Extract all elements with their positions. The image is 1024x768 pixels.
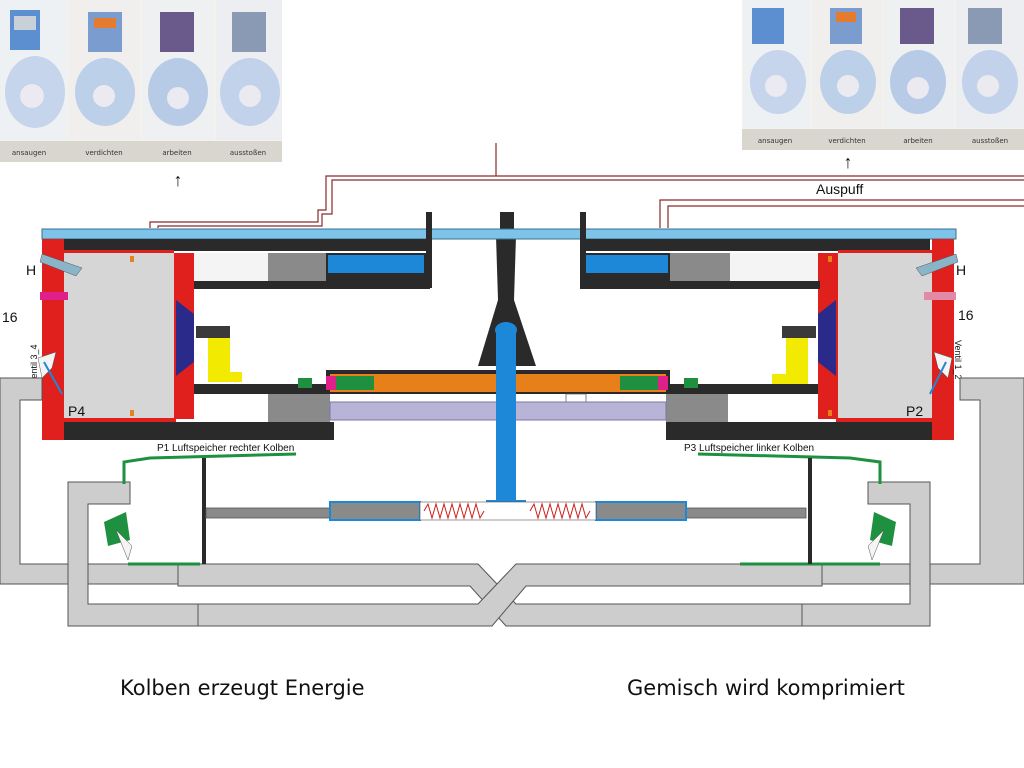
right-support <box>808 458 812 564</box>
number-label-right: 16 <box>958 307 974 323</box>
stroke-panel-ansaugen-r <box>744 0 810 128</box>
stroke-panels-right: ansaugen verdichten arbeiten ausstoßen <box>742 0 1024 150</box>
exhaust-pipes <box>149 143 1024 228</box>
stroke-panel-ansaugen <box>0 0 67 140</box>
panel-label-l1: ansaugen <box>12 149 46 157</box>
number-label-left: 16 <box>2 309 18 325</box>
valve-label-left: Ventil 3_4 <box>29 344 39 384</box>
valve-label-right: Ventil 1_2 <box>953 340 963 380</box>
panel-label-l4: ausstoßen <box>230 149 266 157</box>
caption-left: Kolben erzeugt Energie <box>120 676 365 700</box>
p1-label: P1 Luftspeicher rechter Kolben <box>157 443 294 454</box>
stroke-panel-verdichten-r <box>812 0 882 128</box>
valve-bodies <box>104 512 896 561</box>
p4-label: P4 <box>68 403 85 419</box>
h-label-left: H <box>26 262 36 278</box>
spring-assembly <box>205 501 807 521</box>
h-label-right: H <box>956 262 966 278</box>
ducts <box>0 377 1024 627</box>
panel-label-r3: arbeiten <box>903 137 932 145</box>
left-cylinder <box>37 212 432 440</box>
stroke-panel-ausstossen <box>216 0 282 140</box>
spring-left <box>423 502 485 520</box>
panel-label-r2: verdichten <box>828 137 865 145</box>
panel-label-r4: ausstoßen <box>972 137 1008 145</box>
up-arrow-right: ↑ <box>844 152 853 172</box>
left-support <box>202 458 206 564</box>
caption-right: Gemisch wird komprimiert <box>627 676 905 700</box>
panel-label-r1: ansaugen <box>758 137 792 145</box>
panel-label-l3: arbeiten <box>162 149 191 157</box>
stroke-panel-arbeiten-r <box>884 0 954 128</box>
p3-label: P3 Luftspeicher linker Kolben <box>684 443 814 454</box>
spring-right <box>529 502 591 520</box>
right-cylinder <box>580 212 959 440</box>
auspuff-label: Auspuff <box>816 181 863 197</box>
panel-label-l2: verdichten <box>85 149 122 157</box>
stroke-panel-arbeiten <box>142 0 214 140</box>
up-arrow-left: ↑ <box>174 170 183 190</box>
stroke-panel-verdichten <box>68 0 140 140</box>
p2-label: P2 <box>906 403 923 419</box>
stroke-panels-left: ansaugen verdichten arbeiten ausstoßen <box>0 0 282 162</box>
stroke-panel-ausstossen-r <box>956 0 1024 128</box>
cooling-bar <box>41 228 957 240</box>
